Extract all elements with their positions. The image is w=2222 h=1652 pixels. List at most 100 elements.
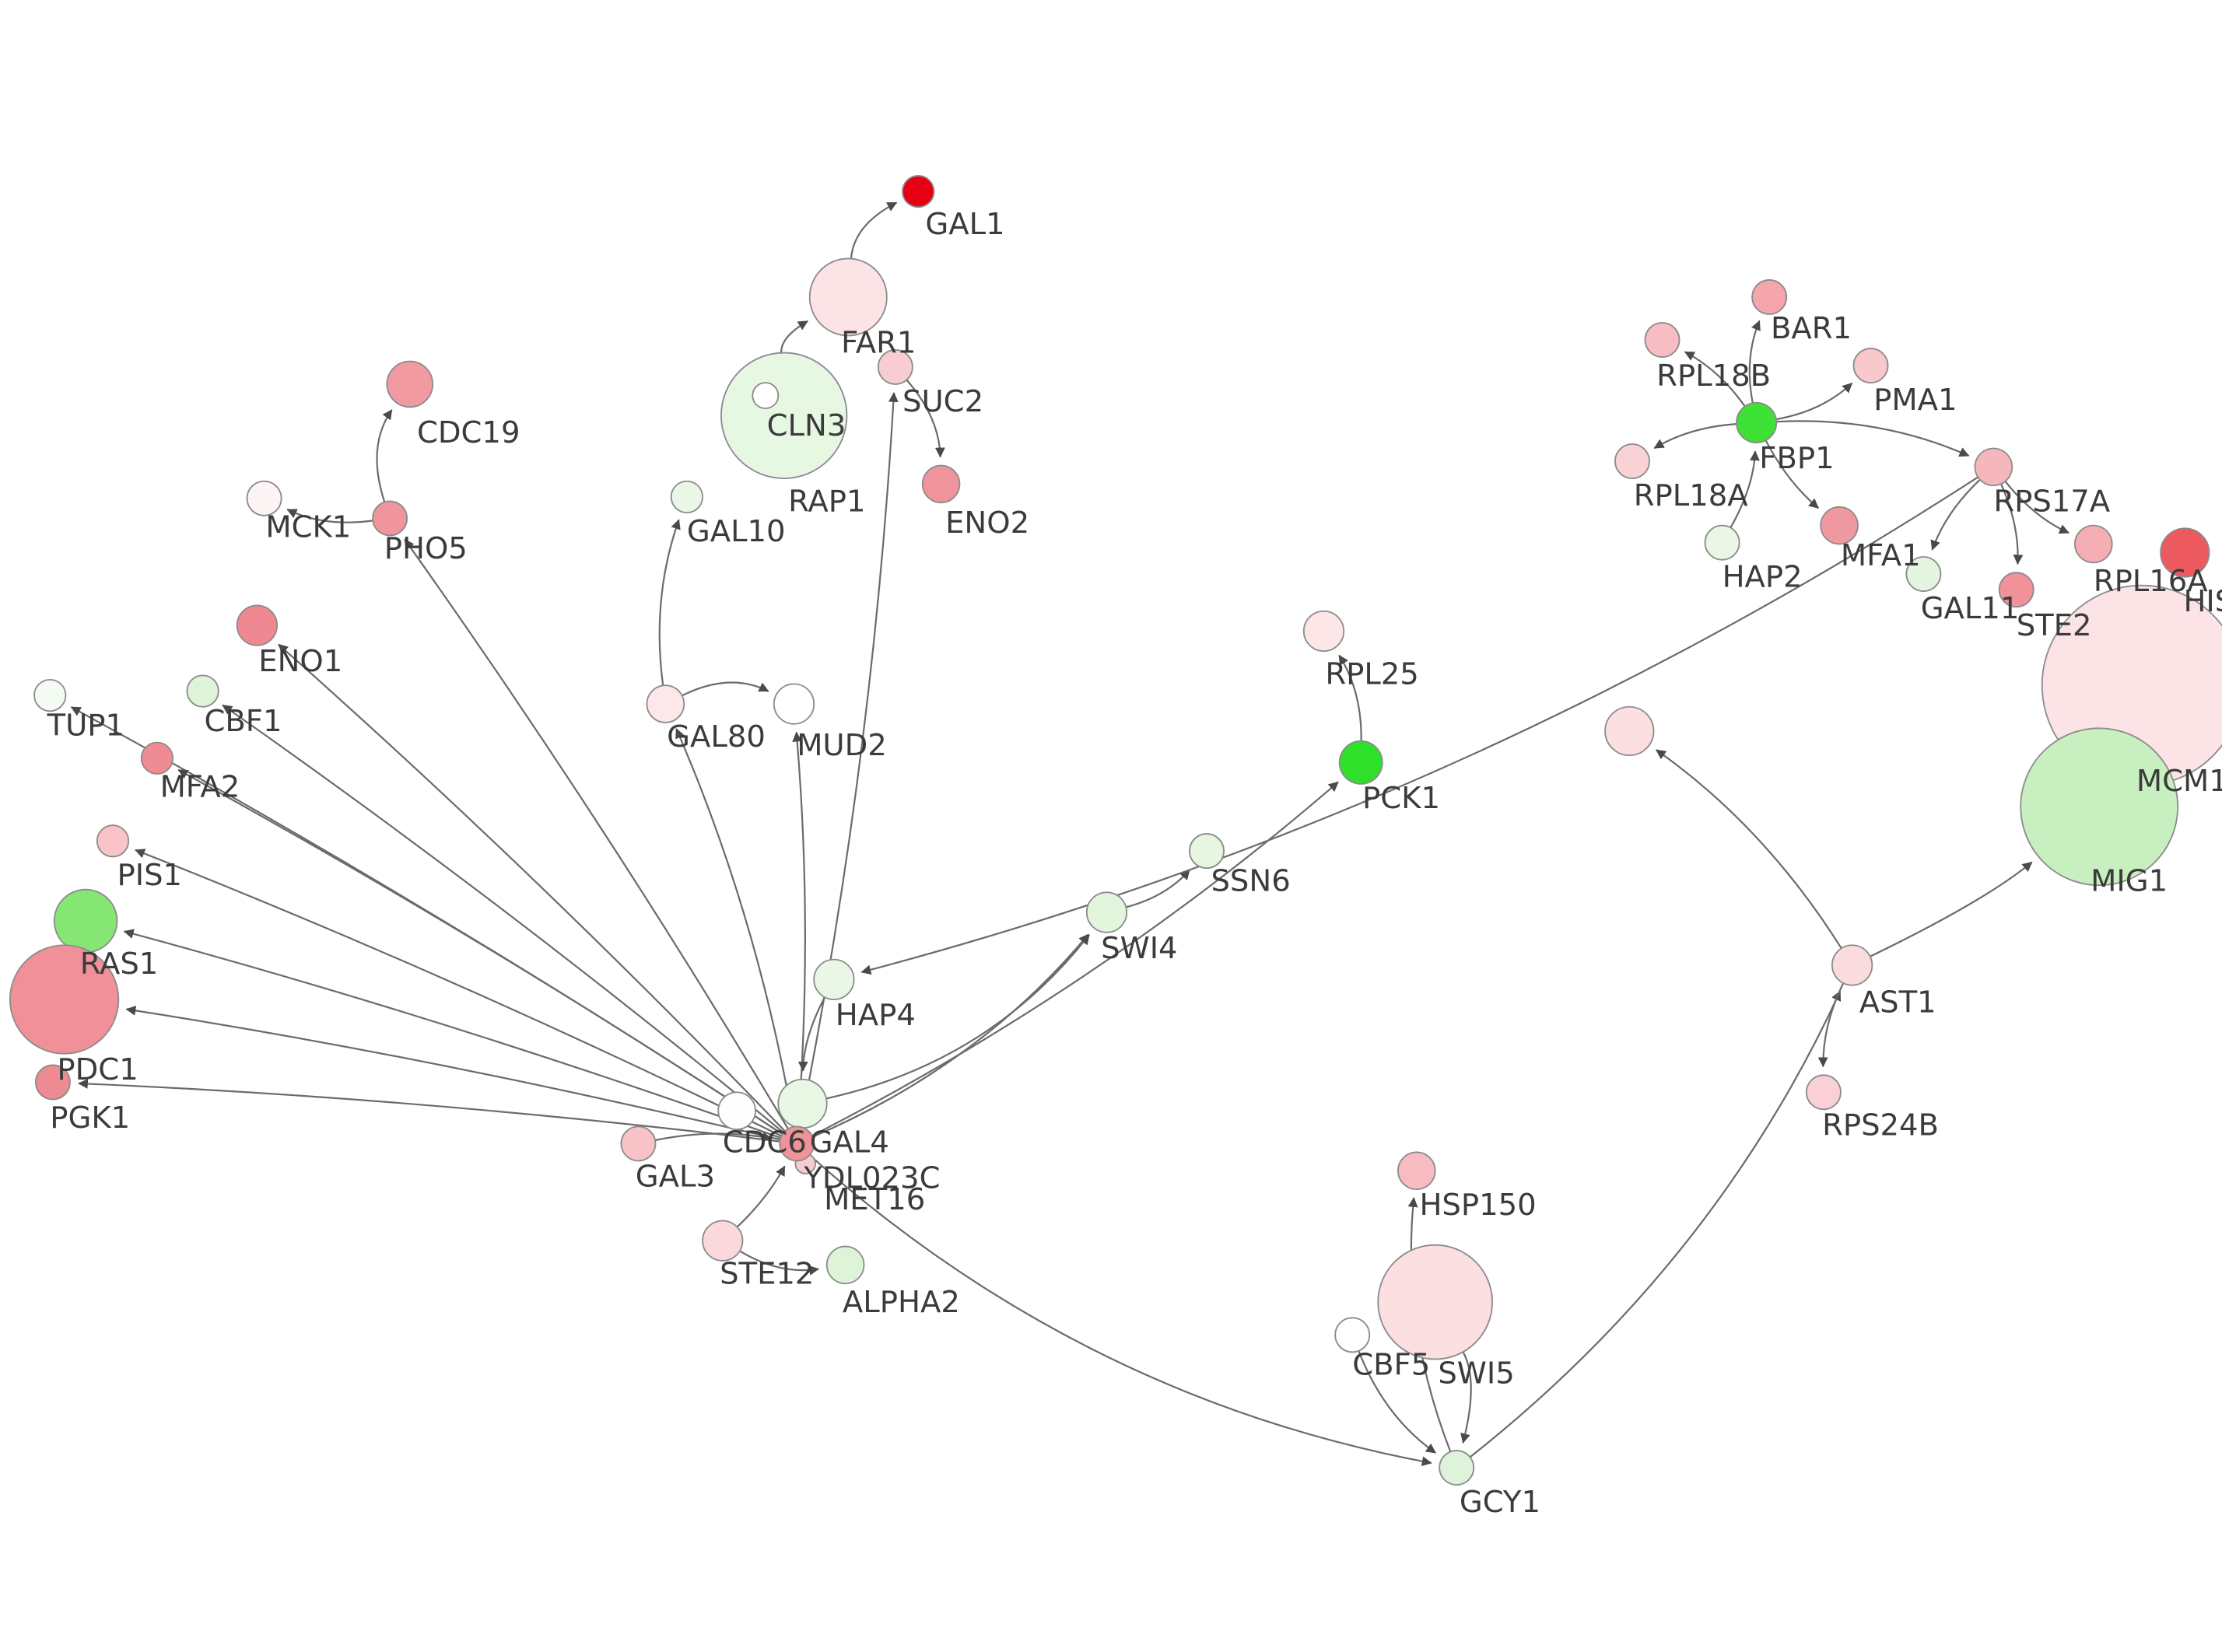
- edge-rps17a-ste2[interactable]: [2000, 483, 2024, 565]
- edge-ast1-node_unlabeled[interactable]: [1656, 749, 1842, 949]
- node-tup1[interactable]: [33, 678, 67, 712]
- edge-ydl023c-swi4[interactable]: [825, 934, 1090, 1100]
- edge-gal4-pck1[interactable]: [811, 781, 1339, 1137]
- edge-far1-gal1[interactable]: [850, 201, 898, 259]
- edge-gcy1-ast1[interactable]: [1469, 990, 1842, 1458]
- edge-gal4-pis1[interactable]: [135, 849, 782, 1137]
- node-gal10[interactable]: [670, 480, 703, 514]
- node-alpha2[interactable]: [825, 1245, 865, 1285]
- edge-gal4-pho5[interactable]: [404, 538, 789, 1130]
- node-gal3[interactable]: [620, 1125, 657, 1162]
- node-ssn6[interactable]: [1189, 833, 1225, 870]
- edge-fbp1-bar1[interactable]: [1748, 320, 1761, 404]
- node-rps17a[interactable]: [1974, 447, 2013, 487]
- edge-gal4-gal80[interactable]: [675, 728, 795, 1127]
- node-cdc19[interactable]: [386, 360, 434, 408]
- node-gal80[interactable]: [646, 684, 685, 723]
- node-eno2[interactable]: [921, 464, 961, 504]
- node-mck1[interactable]: [246, 480, 282, 516]
- node-pdc1[interactable]: [9, 944, 120, 1055]
- node-pis1[interactable]: [96, 824, 130, 858]
- node-gcy1[interactable]: [1439, 1450, 1475, 1486]
- node-his4[interactable]: [2160, 527, 2210, 578]
- node-mig1[interactable]: [2020, 727, 2179, 887]
- node-bar1[interactable]: [1751, 279, 1788, 315]
- node-pma1[interactable]: [1852, 348, 1889, 384]
- node-rpl16a[interactable]: [2074, 524, 2113, 564]
- edge-hap4-ydl023c[interactable]: [797, 996, 825, 1072]
- edge-gal4-mfa2[interactable]: [177, 768, 783, 1136]
- node-mfa2[interactable]: [140, 741, 174, 775]
- edge-gal80-mud2[interactable]: [682, 681, 769, 697]
- edge-gal4-swi4[interactable]: [811, 933, 1089, 1138]
- edge-gal4-cbf1[interactable]: [222, 704, 785, 1134]
- edge-ast1-mig1[interactable]: [1870, 861, 2033, 957]
- label-pgk1: PGK1: [50, 1101, 130, 1136]
- node-cdc6[interactable]: [717, 1091, 756, 1130]
- edge-gal4-pdc1[interactable]: [125, 1005, 780, 1141]
- node-eno1[interactable]: [236, 604, 278, 646]
- edge-swi4-ssn6[interactable]: [1125, 869, 1190, 908]
- node-gal4[interactable]: [779, 1125, 815, 1162]
- node-unlabeled[interactable]: [1604, 705, 1655, 757]
- node-rpl18a[interactable]: [1614, 443, 1650, 479]
- node-rpl25[interactable]: [1302, 610, 1345, 653]
- edge-fbp1-rps17a[interactable]: [1776, 420, 1970, 457]
- edge-ste12-gal4[interactable]: [736, 1165, 786, 1228]
- edge-rps17a-hap4[interactable]: [860, 476, 1978, 975]
- edge-swi5-gcy1[interactable]: [1460, 1351, 1472, 1444]
- edge-pho5-cdc19[interactable]: [376, 409, 393, 502]
- node-gal11[interactable]: [1905, 556, 1942, 592]
- edge-ast1-rps24b[interactable]: [1817, 982, 1845, 1068]
- edge-gal4-eno1[interactable]: [278, 643, 786, 1132]
- edge-suc2-eno2[interactable]: [906, 379, 945, 458]
- edge-hap2-fbp1[interactable]: [1730, 450, 1760, 528]
- node-hap4[interactable]: [813, 958, 855, 1000]
- node-ydl023c[interactable]: [777, 1078, 828, 1129]
- node-ast1[interactable]: [1831, 944, 1873, 986]
- edge-rps17a-gal11[interactable]: [1930, 478, 1981, 551]
- edge-fbp1-pma1[interactable]: [1775, 382, 1853, 421]
- edge-gal3-gal4[interactable]: [654, 1132, 773, 1142]
- edge-pck1-rpl25[interactable]: [1338, 654, 1362, 741]
- node-ras1[interactable]: [53, 888, 118, 954]
- label-cbf1: CBF1: [204, 704, 282, 739]
- node-rps24b[interactable]: [1805, 1074, 1842, 1111]
- node-cln3[interactable]: [720, 352, 848, 479]
- edge-fbp1-mfa1[interactable]: [1765, 439, 1819, 509]
- edge-fbp1-rpl18b[interactable]: [1684, 351, 1746, 408]
- node-fbp1[interactable]: [1736, 401, 1778, 444]
- node-rap1[interactable]: [752, 382, 780, 410]
- node-mud2[interactable]: [773, 683, 815, 725]
- node-pho5[interactable]: [372, 500, 408, 537]
- edge-gal4-pgk1[interactable]: [78, 1079, 780, 1143]
- edge-cbf5-gcy1[interactable]: [1358, 1350, 1436, 1454]
- edge-pho5-mck1[interactable]: [286, 509, 373, 523]
- node-pgk1[interactable]: [34, 1064, 71, 1101]
- edge-gal4-gcy1[interactable]: [808, 1154, 1432, 1467]
- node-pck1[interactable]: [1338, 740, 1383, 785]
- node-cbf1[interactable]: [186, 674, 219, 708]
- node-ste2[interactable]: [1998, 572, 2034, 608]
- node-hap2[interactable]: [1704, 524, 1740, 561]
- node-gal1[interactable]: [902, 175, 935, 208]
- node-ste12[interactable]: [702, 1220, 744, 1262]
- node-suc2[interactable]: [877, 348, 913, 385]
- node-cbf5[interactable]: [1334, 1317, 1371, 1353]
- node-hsp150[interactable]: [1397, 1151, 1436, 1191]
- label-suc2: SUC2: [902, 384, 983, 419]
- edge-gal4-suc2[interactable]: [799, 392, 899, 1127]
- edge-fbp1-rpl18a[interactable]: [1653, 423, 1737, 450]
- edge-gal4-ras1[interactable]: [123, 929, 781, 1139]
- edge-gal80-gal10[interactable]: [658, 519, 681, 686]
- node-mfa1[interactable]: [1820, 506, 1859, 545]
- node-swi4[interactable]: [1085, 891, 1128, 933]
- node-rpl18b[interactable]: [1644, 322, 1681, 358]
- node-swi5[interactable]: [1377, 1244, 1493, 1360]
- edge-rps17a-rpl16a[interactable]: [2004, 481, 2070, 534]
- edge-cln3-far1[interactable]: [780, 320, 808, 353]
- edge-ste12-alpha2[interactable]: [739, 1250, 820, 1276]
- node-far1[interactable]: [808, 257, 888, 337]
